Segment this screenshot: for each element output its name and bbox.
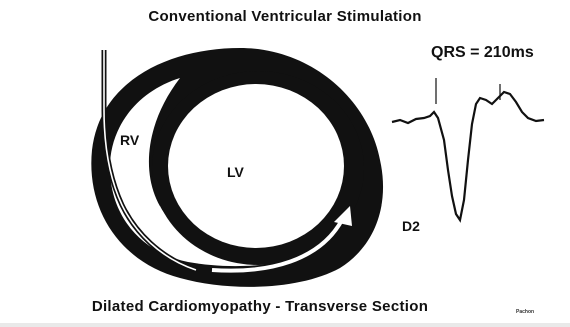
rv-label: RV [120,132,139,148]
figure-credit: Pachon [516,309,534,315]
ecg-trace [392,78,544,220]
figure-caption: Dilated Cardiomyopathy - Transverse Sect… [0,298,520,315]
lv-label: LV [227,164,244,180]
bottom-divider [0,323,570,327]
qrs-duration-label: QRS = 210ms [431,44,534,62]
ecg-lead-label: D2 [402,218,420,234]
